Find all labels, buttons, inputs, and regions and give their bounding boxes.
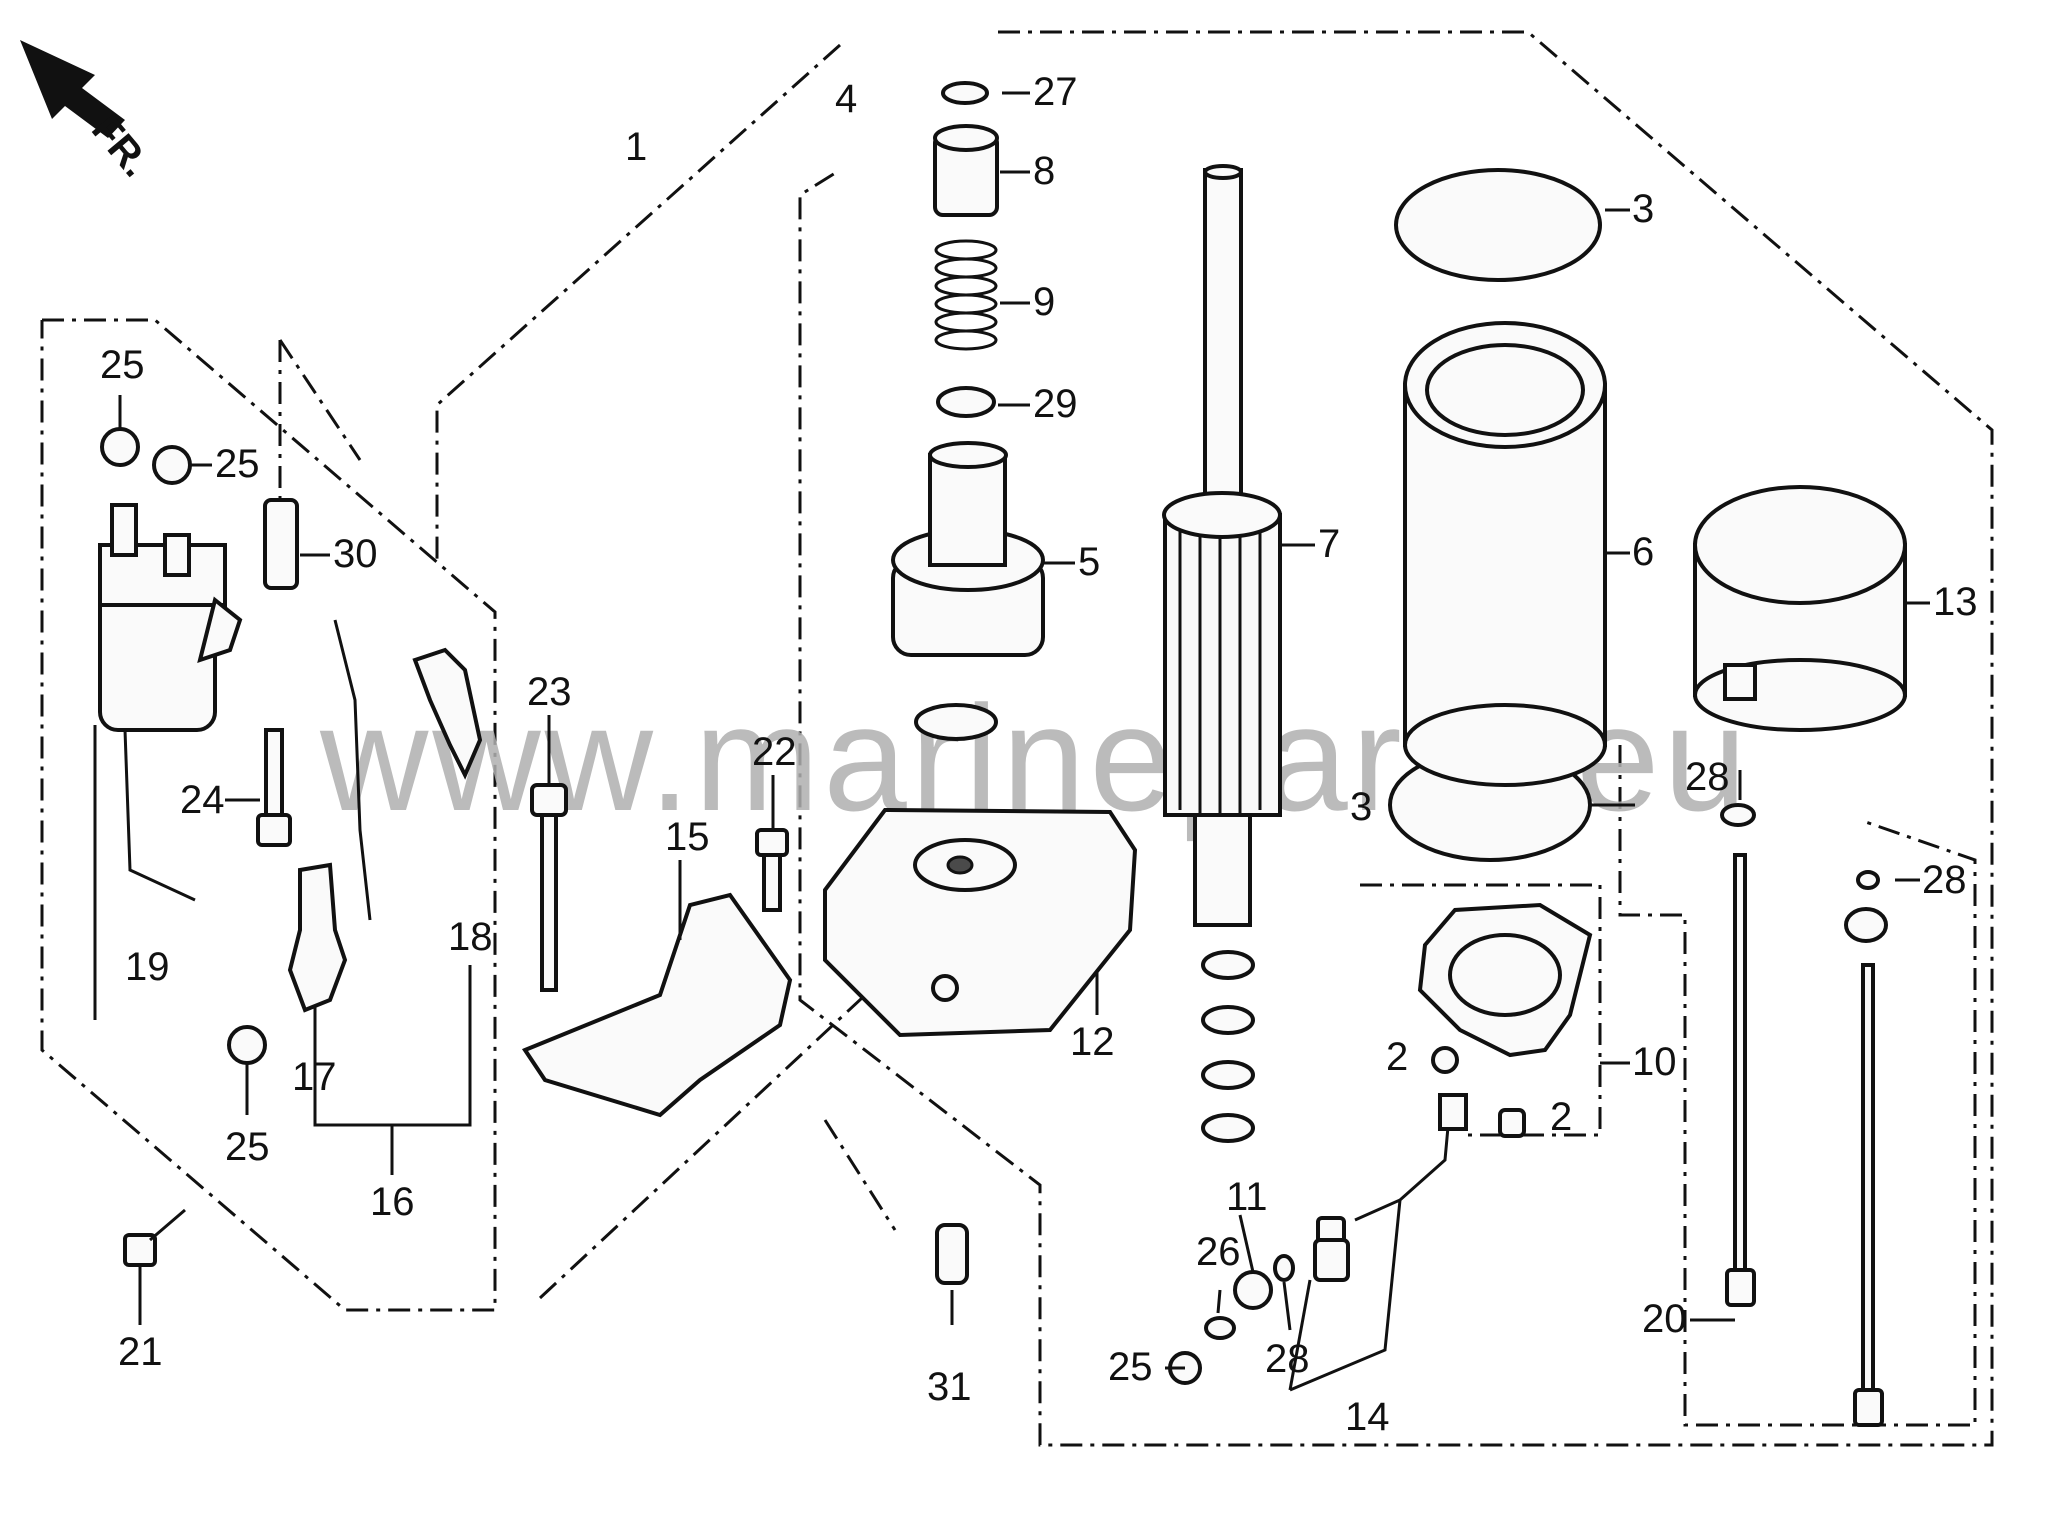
callout-25: 25 [215, 442, 260, 486]
callout-11: 11 [1226, 1175, 1268, 1219]
callout-13: 13 [1933, 580, 1978, 624]
rear-cover-13 [1693, 485, 1907, 732]
solenoid-leads-19 [93, 725, 196, 1020]
through-bolt-20-right [1853, 963, 1884, 1427]
callout-20: 20 [1642, 1297, 1687, 1341]
spring-9 [934, 239, 998, 351]
screw-2-left [1431, 1046, 1459, 1074]
stop-collar-8 [933, 124, 999, 217]
pinion-drive-5 [891, 441, 1045, 657]
bracket-lower-outline [538, 928, 937, 1300]
grommet-28-right [1844, 907, 1888, 943]
washer-above-frame [914, 703, 998, 741]
cable-boot-17 [287, 862, 348, 1013]
callout-labels: 1 2 2 3 3 4 5 6 7 8 9 10 11 12 13 14 15 … [100, 70, 1978, 1439]
bracket-15 [521, 892, 793, 1118]
group-outlines [40, 30, 1994, 1447]
callout-8: 8 [1033, 149, 1055, 193]
front-direction-arrow-icon: FR. [20, 40, 158, 185]
callout-26: 26 [1196, 1230, 1241, 1274]
callout-12: 12 [1070, 1020, 1115, 1064]
callout-5: 5 [1078, 540, 1100, 584]
nut-25-lower [227, 1025, 267, 1065]
cable-boot-18 [412, 647, 483, 780]
callout-30: 30 [333, 532, 378, 576]
callout-22: 22 [752, 730, 797, 774]
callout-3: 3 [1632, 187, 1654, 231]
callout-3: 3 [1350, 785, 1372, 829]
leader-lines [118, 91, 1930, 1392]
snap-ring-27 [941, 81, 989, 105]
front-housing-12 [823, 807, 1138, 1038]
callout-27: 27 [1033, 70, 1078, 114]
dowel-31 [935, 1223, 969, 1285]
yoke-6 [1403, 321, 1607, 787]
callout-29: 29 [1033, 382, 1078, 426]
callout-7: 7 [1318, 522, 1340, 566]
callout-25: 25 [100, 343, 145, 387]
callout-15: 15 [665, 815, 710, 859]
callout-18: 18 [448, 915, 493, 959]
nut-11 [1233, 1270, 1273, 1310]
callout-6: 6 [1632, 530, 1654, 574]
nut-25-upper-left [100, 427, 140, 467]
callout-23: 23 [527, 670, 572, 714]
starter-assembly-outline [798, 30, 1994, 1447]
solenoid-switch [98, 503, 243, 732]
callout-16: 16 [370, 1180, 415, 1224]
through-bolt-group-outline [1618, 745, 1977, 1427]
callout-2: 2 [1386, 1035, 1408, 1079]
callout-28: 28 [1685, 755, 1730, 799]
washer-29 [936, 386, 996, 418]
through-bolt-20-left [1725, 853, 1756, 1307]
bolt-21 [123, 1208, 186, 1267]
nut-25-upper-right [152, 445, 192, 485]
brush-holder-10 [1417, 902, 1593, 1058]
bracket-group-outline [435, 43, 841, 560]
solenoid-group-outline [40, 318, 497, 1312]
callout-9: 9 [1033, 280, 1055, 324]
washer-28-bottom [1273, 1254, 1295, 1282]
bolt-23 [530, 783, 568, 992]
callout-25: 25 [1108, 1345, 1153, 1389]
screw-2-right [1498, 1108, 1526, 1138]
callout-25: 25 [225, 1125, 270, 1169]
bolt-24 [256, 728, 292, 847]
terminal-assembly-14 [1313, 1093, 1468, 1282]
cable-16 [333, 619, 372, 921]
callout-28: 28 [1922, 858, 1967, 902]
callout-2: 2 [1550, 1095, 1572, 1139]
armature-7 [1162, 164, 1282, 927]
washer-26 [1204, 1316, 1236, 1340]
callout-4: 4 [835, 77, 857, 121]
washer-28-right [1856, 870, 1880, 890]
washer-28-upper [1720, 803, 1756, 827]
armature-shims [1201, 950, 1255, 1143]
callout-31: 31 [927, 1365, 972, 1409]
brush-holder-outline [1360, 883, 1602, 1137]
bolt-22 [755, 828, 789, 912]
callout-21: 21 [118, 1330, 163, 1374]
callout-19: 19 [125, 945, 170, 989]
callout-28: 28 [1265, 1337, 1310, 1381]
callout-17: 17 [292, 1055, 337, 1099]
callout-24: 24 [180, 778, 225, 822]
collar-30 [263, 498, 299, 590]
callout-14: 14 [1345, 1395, 1390, 1439]
o-ring-3-upper [1394, 168, 1602, 282]
callout-1: 1 [625, 125, 647, 169]
callout-10: 10 [1632, 1040, 1677, 1084]
